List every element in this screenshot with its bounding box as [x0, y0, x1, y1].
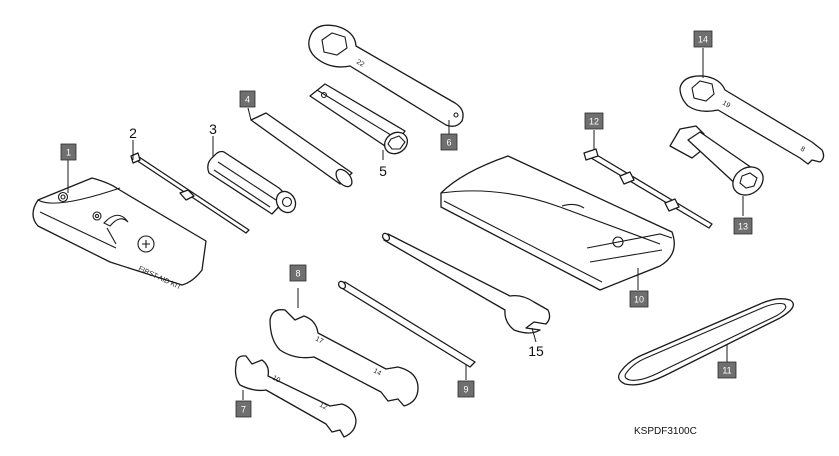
- wrench-12-stamp: 12: [318, 402, 328, 412]
- svg-text:7: 7: [241, 405, 246, 415]
- callout-10: 10: [629, 290, 649, 308]
- svg-text:10: 10: [634, 295, 644, 305]
- figure-code: KSPDF3100C: [634, 426, 697, 437]
- wrench-19-stamp: 19: [721, 100, 731, 110]
- callout-14: 14: [693, 30, 713, 48]
- svg-text:1: 1: [66, 148, 71, 158]
- wrench-22-stamp: 22: [355, 59, 365, 69]
- callout-15: 15: [528, 343, 544, 359]
- svg-text:8: 8: [295, 269, 300, 279]
- callout-8: 8: [289, 264, 307, 282]
- leader-lines: [67, 48, 744, 400]
- box-wrench-22: 22: [308, 24, 464, 127]
- callout-7: 7: [235, 400, 252, 418]
- svg-text:9: 9: [463, 385, 468, 395]
- svg-text:6: 6: [446, 138, 451, 148]
- callout-4: 4: [239, 90, 256, 108]
- svg-text:12: 12: [589, 117, 599, 127]
- callout-5: 5: [379, 163, 387, 179]
- callout-6: 6: [440, 133, 458, 151]
- callout-12: 12: [584, 112, 604, 130]
- screwdriver-handle: [207, 150, 297, 215]
- svg-text:14: 14: [698, 35, 708, 45]
- tool-bag: [440, 155, 675, 291]
- svg-text:5: 5: [379, 163, 387, 179]
- screwdriver-blade: [130, 152, 250, 234]
- wrench-17-stamp: 17: [314, 336, 324, 346]
- callout-2: 2: [129, 125, 137, 141]
- wrench-8-stamp: 8: [799, 146, 806, 154]
- svg-text:3: 3: [209, 121, 217, 137]
- svg-text:13: 13: [738, 222, 748, 232]
- first-aid-kit: FIRST AID KIT: [32, 177, 207, 292]
- callout-1: 1: [60, 143, 77, 161]
- extension-handle-tube: [250, 112, 353, 188]
- callout-13: 13: [733, 217, 753, 235]
- rubber-strap: [618, 298, 794, 386]
- open-wrench-10-12: 10 12: [234, 355, 357, 438]
- spark-plug-wrench: [309, 83, 409, 155]
- wrench-14-stamp: 14: [372, 368, 382, 378]
- svg-text:11: 11: [722, 366, 731, 376]
- callout-11: 11: [717, 361, 737, 379]
- socket-wrench: [669, 125, 764, 196]
- screwdriver-blade-2: [583, 148, 713, 229]
- svg-text:4: 4: [245, 95, 250, 105]
- pin-spanner-bar: [337, 280, 476, 368]
- callout-9: 9: [457, 380, 475, 398]
- callout-3: 3: [209, 121, 217, 137]
- open-wrench-14-17: 17 14: [269, 309, 419, 407]
- svg-text:2: 2: [129, 125, 137, 141]
- svg-text:15: 15: [528, 343, 544, 359]
- pin-spanner-15: [381, 232, 551, 334]
- wrench-10-stamp: 10: [271, 375, 281, 385]
- callouts: 1 2 3 4 5 6 7 8 9: [60, 30, 753, 418]
